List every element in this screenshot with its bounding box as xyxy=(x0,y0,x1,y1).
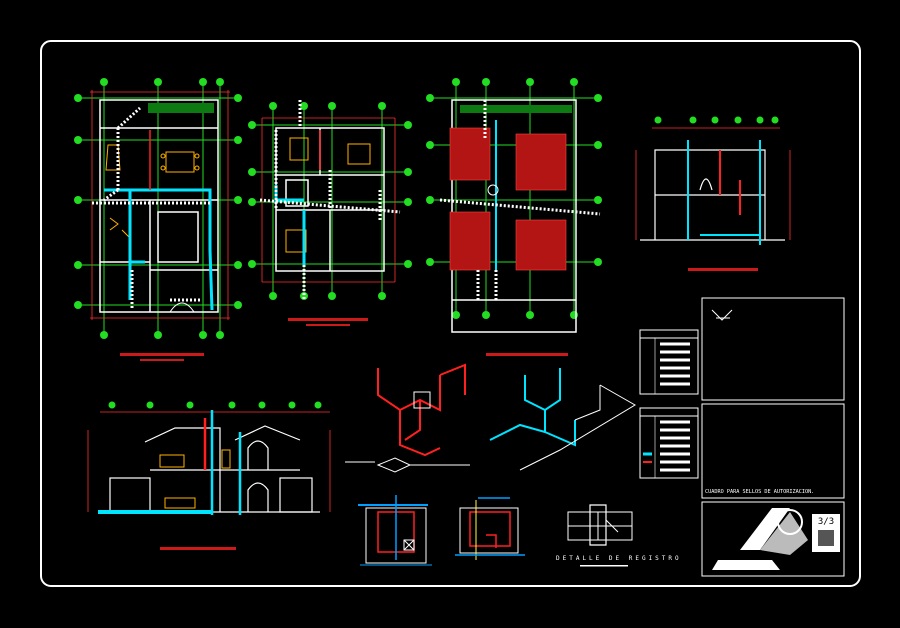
drain-pipes-plan3 xyxy=(439,100,601,300)
garden-strip-plan1 xyxy=(148,103,214,113)
sheet-number: 3/3 xyxy=(818,517,834,527)
floor-plan-ground xyxy=(74,78,242,361)
plan-scale-plan1 xyxy=(140,359,184,361)
tank-symbol-plan3 xyxy=(487,184,499,196)
plan-scale-plan2 xyxy=(306,324,350,326)
section-cut-right xyxy=(635,116,791,271)
stair-plan1 xyxy=(105,144,121,171)
cold-water-pipes-plan1 xyxy=(104,188,214,311)
drain-pipes-plan1 xyxy=(92,106,210,310)
pipes-section xyxy=(687,140,761,245)
logo-box xyxy=(701,501,845,577)
dimension-lines-plan1 xyxy=(90,90,230,320)
grid-markers-plan1 xyxy=(74,78,242,339)
register-detail-3 xyxy=(567,504,633,546)
approval-box-lower xyxy=(701,403,845,499)
roof-plan xyxy=(426,78,602,356)
plan-title-plan2 xyxy=(288,318,368,321)
floor-plan-upper xyxy=(248,100,412,326)
isometric-cold-water xyxy=(489,368,636,471)
legend-table-symbols xyxy=(639,329,699,395)
walls-plan1 xyxy=(99,99,219,313)
legend-table-pipes xyxy=(639,407,699,479)
grid-markers-elevation xyxy=(108,401,322,409)
sheet-number-graphic xyxy=(818,530,834,546)
plan-title-plan3 xyxy=(486,353,568,356)
grid-markers-plan2 xyxy=(248,102,412,300)
dimension-lines-section xyxy=(635,127,791,240)
grid-markers-plan3 xyxy=(426,78,602,319)
title-block: CUADRO PARA SELLOS DE AUTORIZACION. 3/3 xyxy=(701,297,845,577)
sheet-frame xyxy=(40,40,861,587)
office-logo xyxy=(712,508,808,570)
garden-strip-plan3 xyxy=(460,105,572,113)
door-swing-plan1 xyxy=(169,302,195,313)
roof-slabs-plan3 xyxy=(449,127,567,271)
approval-box-label: CUADRO PARA SELLOS DE AUTORIZACION. xyxy=(705,489,814,495)
dining-table-plan1 xyxy=(160,151,200,173)
approval-box-upper xyxy=(701,297,845,401)
plan-title-plan1 xyxy=(120,353,204,356)
dimension-lines-elevation xyxy=(87,411,331,512)
section-cut-longitudinal xyxy=(87,401,331,550)
isometric-hot-water xyxy=(345,363,470,473)
section-title-longitudinal xyxy=(160,547,236,550)
drain-pipes-plan2 xyxy=(259,100,401,300)
section-title-right xyxy=(688,268,758,271)
detail-title: DETALLE DE REGISTRO xyxy=(556,555,682,562)
furniture-elevation xyxy=(159,449,231,509)
pipes-elevation xyxy=(98,410,242,515)
detail-title-underline xyxy=(580,565,628,567)
beds-plan2 xyxy=(285,137,371,253)
grid-markers-section xyxy=(654,116,779,124)
register-detail-1 xyxy=(358,495,432,566)
north-arrow xyxy=(711,309,733,321)
register-detail-2 xyxy=(455,497,525,560)
